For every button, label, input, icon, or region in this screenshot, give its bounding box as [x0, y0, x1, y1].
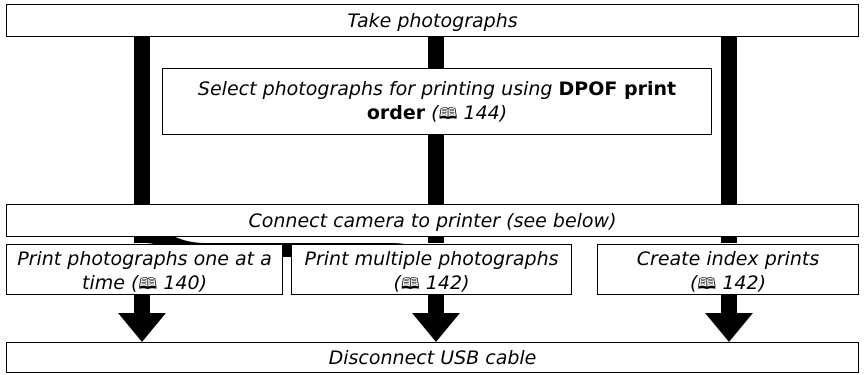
step-select-line1: Select photographs for printing using DP…: [163, 77, 711, 101]
book-icon: 🕮: [138, 274, 158, 293]
step-index-prints-line2: (🕮 142): [598, 271, 858, 296]
connector-middle-lower: [428, 295, 444, 313]
step-take-photographs: Take photographs: [6, 4, 859, 37]
step-select-photographs: Select photographs for printing using DP…: [162, 68, 712, 135]
step-take-photographs-label: Take photographs: [347, 9, 518, 32]
step-print-multiple: Print multiple photographs (🕮 142): [291, 244, 572, 295]
step-index-prints-prefix: (: [689, 272, 698, 294]
connector-left-lower: [134, 295, 150, 313]
connector-right: [721, 37, 737, 243]
step-select-bold1: DPOF print: [558, 78, 677, 100]
book-icon: 🕮: [400, 274, 420, 293]
step-print-multiple-suffix: ): [462, 272, 470, 294]
step-print-multiple-line2: (🕮 142): [292, 271, 571, 296]
step-print-one-line2: time (🕮 140): [7, 271, 282, 296]
step-print-multiple-page: 142: [425, 272, 463, 294]
step-connect-label: Connect camera to printer (see below): [248, 209, 617, 232]
step-disconnect-label: Disconnect USB cable: [328, 346, 537, 369]
step-select-line2: order (🕮 144): [366, 102, 508, 124]
connector-right-lower: [721, 295, 737, 313]
step-print-one-prefix: time (: [82, 272, 139, 294]
step-disconnect-usb: Disconnect USB cable: [6, 342, 859, 373]
step-index-prints-page: 142: [722, 272, 759, 294]
step-print-multiple-prefix: (: [393, 272, 401, 294]
step-connect-camera: Connect camera to printer (see below): [6, 204, 859, 237]
step-print-one-suffix: ): [199, 272, 207, 294]
connector-left: [134, 37, 150, 243]
step-select-bold2: order: [366, 102, 426, 124]
step-select-prefix: Select photographs for printing using: [197, 78, 559, 100]
step-index-prints-line1: Create index prints: [636, 248, 820, 270]
step-select-page: 144: [463, 102, 500, 124]
step-index-prints-suffix: ): [758, 272, 767, 294]
arrowhead-left: [118, 313, 166, 342]
step-print-one-page: 140: [163, 272, 200, 294]
book-icon: 🕮: [697, 274, 717, 293]
arrowhead-middle: [412, 313, 460, 342]
book-icon: 🕮: [438, 104, 458, 123]
step-index-prints: Create index prints (🕮 142): [597, 244, 859, 295]
step-print-one: Print photographs one at a time (🕮 140): [6, 244, 283, 295]
step-print-multiple-line1: Print multiple photographs: [304, 248, 559, 270]
arrowhead-right: [705, 313, 753, 342]
step-print-one-line1: Print photographs one at a: [17, 248, 272, 270]
